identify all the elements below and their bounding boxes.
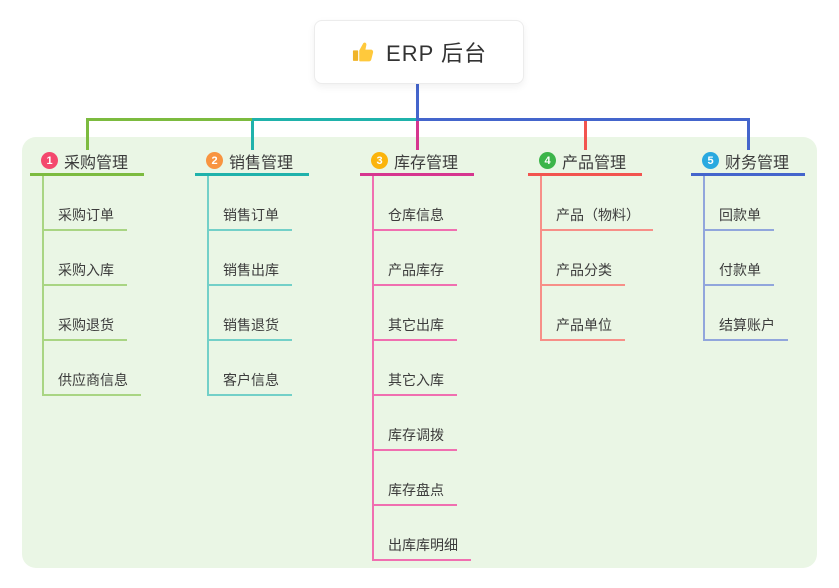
branch-item[interactable]: 结算账户: [705, 286, 788, 341]
branch-item[interactable]: 其它出库: [374, 286, 457, 341]
branch-number-badge: 4: [539, 152, 556, 169]
branch-stub-line: [415, 121, 419, 150]
branch-title[interactable]: 4 产品管理: [528, 148, 642, 176]
branch-title[interactable]: 5 财务管理: [691, 148, 805, 176]
branch-item-list: 采购订单 采购入库 采购退货 供应商信息: [42, 176, 144, 396]
branch-item[interactable]: 产品分类: [542, 231, 625, 286]
branch-item-list: 产品（物料） 产品分类 产品单位: [540, 176, 653, 341]
branch-销售管理: 2 销售管理 销售订单 销售出库 销售退货 客户信息: [195, 148, 309, 396]
branch-number-badge: 5: [702, 152, 719, 169]
branch-item-label: 销售出库: [223, 262, 279, 278]
branch-item[interactable]: 产品（物料）: [542, 176, 653, 231]
branch-item[interactable]: 客户信息: [209, 341, 292, 396]
branch-number-badge: 1: [41, 152, 58, 169]
root-connector-line: [415, 82, 419, 118]
branch-item-label: 供应商信息: [58, 372, 128, 388]
branch-item-label: 仓库信息: [388, 207, 444, 223]
branch-item[interactable]: 销售订单: [209, 176, 292, 231]
branch-item[interactable]: 其它入库: [374, 341, 457, 396]
branch-item[interactable]: 采购订单: [44, 176, 127, 231]
branch-item[interactable]: 销售退货: [209, 286, 292, 341]
branch-title-label: 销售管理: [229, 154, 294, 172]
branch-item[interactable]: 库存盘点: [374, 451, 457, 506]
branch-item[interactable]: 库存调拨: [374, 396, 457, 451]
branch-item-label: 采购入库: [58, 262, 114, 278]
branch-item[interactable]: 出库库明细: [374, 506, 471, 561]
branch-title-label: 财务管理: [725, 154, 790, 172]
branch-number-badge: 2: [206, 152, 223, 169]
branch-stub-line: [746, 121, 750, 150]
branch-item-label: 销售订单: [223, 207, 279, 223]
thumbs-up-icon: [351, 39, 377, 65]
rail-segment-blue: [415, 118, 750, 121]
branch-title[interactable]: 3 库存管理: [360, 148, 474, 176]
branch-item-label: 付款单: [719, 262, 761, 278]
branch-item-label: 客户信息: [223, 372, 279, 388]
branch-item-list: 仓库信息 产品库存 其它出库 其它入库 库存调拨 库存盘点 出库库明细: [372, 176, 474, 561]
branch-item[interactable]: 产品库存: [374, 231, 457, 286]
branch-stub-line: [250, 121, 254, 150]
branch-item-label: 出库库明细: [388, 537, 458, 553]
branch-item-list: 销售订单 销售出库 销售退货 客户信息: [207, 176, 309, 396]
branch-title-label: 采购管理: [64, 154, 129, 172]
branch-产品管理: 4 产品管理 产品（物料） 产品分类 产品单位: [528, 148, 653, 341]
branch-item-label: 其它出库: [388, 317, 444, 333]
branch-title[interactable]: 2 销售管理: [195, 148, 309, 176]
branch-stub-line: [583, 121, 587, 150]
branch-item-label: 回款单: [719, 207, 761, 223]
branch-item[interactable]: 采购退货: [44, 286, 127, 341]
branch-item-label: 产品单位: [556, 317, 612, 333]
branch-item-label: 其它入库: [388, 372, 444, 388]
branch-item-label: 销售退货: [223, 317, 279, 333]
branch-item[interactable]: 回款单: [705, 176, 774, 231]
branch-stub-line: [85, 121, 89, 150]
root-node[interactable]: ERP 后台: [314, 20, 524, 84]
branch-item[interactable]: 仓库信息: [374, 176, 457, 231]
branch-item[interactable]: 采购入库: [44, 231, 127, 286]
branch-title[interactable]: 1 采购管理: [30, 148, 144, 176]
branch-item[interactable]: 销售出库: [209, 231, 292, 286]
branch-item-label: 库存调拨: [388, 427, 444, 443]
rail-segment-teal: [252, 118, 419, 121]
branch-item-label: 采购订单: [58, 207, 114, 223]
branch-item-label: 产品（物料）: [556, 207, 640, 223]
branch-财务管理: 5 财务管理 回款单 付款单 结算账户: [691, 148, 805, 341]
branch-item[interactable]: 产品单位: [542, 286, 625, 341]
rail-segment-green: [85, 118, 252, 121]
branch-采购管理: 1 采购管理 采购订单 采购入库 采购退货 供应商信息: [30, 148, 144, 396]
branch-库存管理: 3 库存管理 仓库信息 产品库存 其它出库 其它入库 库存调拨 库存盘点 出库库…: [360, 148, 474, 561]
branch-item-label: 产品分类: [556, 262, 612, 278]
branch-item-label: 采购退货: [58, 317, 114, 333]
map-background-panel: [22, 137, 817, 568]
branch-item-label: 库存盘点: [388, 482, 444, 498]
branch-item-label: 产品库存: [388, 262, 444, 278]
root-title: ERP 后台: [386, 41, 487, 66]
branch-title-label: 库存管理: [394, 154, 459, 172]
branch-item[interactable]: 供应商信息: [44, 341, 141, 396]
branch-title-label: 产品管理: [562, 154, 627, 172]
branch-number-badge: 3: [371, 152, 388, 169]
branch-item[interactable]: 付款单: [705, 231, 774, 286]
branch-item-list: 回款单 付款单 结算账户: [703, 176, 805, 341]
branch-item-label: 结算账户: [719, 317, 775, 333]
